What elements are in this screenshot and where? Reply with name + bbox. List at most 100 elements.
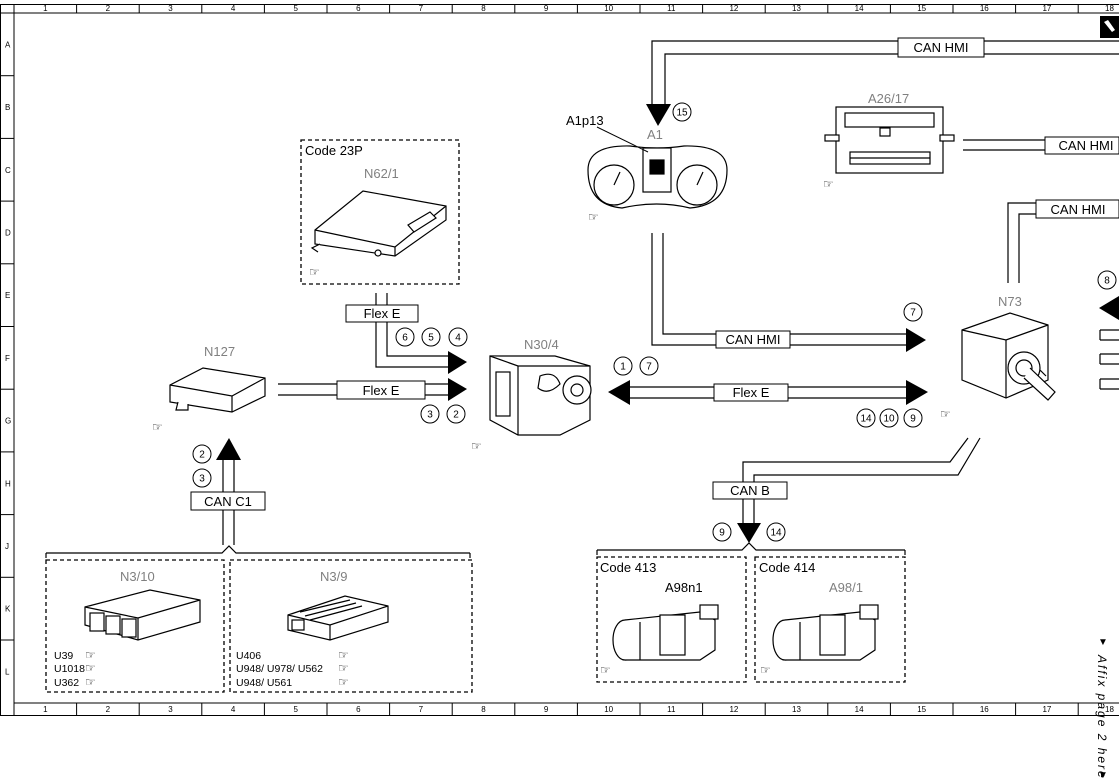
hand-pointer-icon[interactable]: ☞	[85, 675, 96, 689]
arrow-to-a1	[646, 104, 671, 126]
component-labels: A1p13 A1 A26/17 Code 23P N62/1 N30/4 N12…	[54, 91, 1022, 689]
affix-note-text: Affix page 2 here	[1095, 654, 1109, 780]
hand-pointer-icon[interactable]: ☞	[152, 420, 163, 434]
arrow-heads	[216, 104, 1119, 543]
grid-column-label: 14	[855, 705, 864, 714]
n3-10-ecu	[84, 589, 201, 641]
grid-columns: 1122334455667788991010111112121313141415…	[13, 4, 1114, 716]
label-can-hmi-top: CAN HMI	[914, 40, 969, 55]
n62-label: N62/1	[364, 166, 399, 181]
grid-row-label: J	[5, 542, 9, 551]
grid-column-label: 8	[481, 4, 486, 13]
grid-column-label: 15	[917, 705, 926, 714]
label-flex-e-n62: Flex E	[364, 306, 401, 321]
hand-pointer-icon[interactable]: ☞	[338, 648, 349, 662]
code-23p-label: Code 23P	[305, 143, 363, 158]
grid-row-label: G	[5, 417, 11, 426]
a1-label: A1	[647, 127, 663, 142]
hand-pointer-icon[interactable]: ☞	[85, 648, 96, 662]
grid-column-label: 17	[1042, 4, 1051, 13]
a98-1-motor	[772, 604, 879, 661]
hand-pointer-icon[interactable]: ☞	[85, 661, 96, 675]
grid-column-label: 18	[1105, 705, 1114, 714]
grid-row-label: C	[5, 166, 11, 175]
marker-number: 9	[719, 528, 725, 539]
diagram-frame	[0, 4, 1119, 716]
n73-label: N73	[998, 294, 1022, 309]
label-can-hmi-c: CAN HMI	[1059, 138, 1114, 153]
grid-column-label: 18	[1105, 4, 1114, 13]
marker-m3b: 3	[192, 468, 212, 488]
grid-column-label: 5	[293, 4, 298, 13]
arrow-flex-right	[906, 380, 928, 405]
hand-pointer-icon[interactable]: ☞	[600, 663, 611, 677]
a1-instrument-cluster	[587, 126, 728, 209]
hand-pointer-icon[interactable]: ☞	[338, 661, 349, 675]
n3-9-ecu	[287, 595, 389, 641]
grid-column-label: 3	[168, 705, 173, 714]
hand-pointer-icon[interactable]: ☞	[588, 210, 599, 224]
n39-variant-1: U406	[236, 650, 261, 662]
hand-pointer-icon[interactable]: ☞	[760, 663, 771, 677]
marker-number: 7	[646, 362, 652, 373]
grid-column-label: 1	[43, 4, 48, 13]
grid-row-label: E	[5, 291, 10, 300]
hand-pointer-icon[interactable]: ☞	[309, 265, 320, 279]
arrow-can-c1-up	[216, 438, 241, 460]
hand-pointer-icon[interactable]: ☞	[823, 177, 834, 191]
marker-number: 3	[199, 474, 205, 485]
affix-arrow-top: ▼	[1098, 637, 1108, 648]
marker-m9b: 9	[712, 522, 732, 542]
code-414-box	[754, 556, 906, 683]
arrow-n127-to-n304	[448, 378, 467, 401]
label-can-c1: CAN C1	[204, 494, 252, 509]
arrow-n62-to-n304	[448, 351, 467, 374]
dashed-boxes	[45, 139, 906, 693]
affix-arrow-bottom: ▼	[1098, 770, 1108, 780]
marker-number: 1	[620, 362, 626, 373]
n39-box	[229, 559, 473, 693]
marker-m3a: 3	[420, 404, 440, 424]
n310-variant-2: U1018	[54, 663, 85, 675]
reference-icons: ☞ ☞ ☞ ☞ ☞ ☞ ☞ ☞ ☞ ☞ ☞ ☞ ☞ ☞	[85, 177, 951, 689]
marker-m6: 6	[395, 327, 415, 347]
n127-label: N127	[204, 344, 235, 359]
code-23p-box	[300, 139, 460, 285]
marker-m7a: 7	[903, 302, 923, 322]
a981-label: A98/1	[829, 580, 863, 595]
marker-m14b: 14	[766, 522, 786, 542]
marker-number: 9	[910, 414, 916, 425]
affix-note: ▼ Affix page 2 here ▼	[1095, 637, 1109, 780]
marker-m2b: 2	[192, 444, 212, 464]
marker-number: 4	[455, 333, 461, 344]
label-flex-e-n127: Flex E	[363, 383, 400, 398]
arrow-flex-left	[608, 380, 630, 405]
marker-m7b: 7	[639, 356, 659, 376]
grid-column-label: 6	[356, 705, 361, 714]
grid-column-label: 2	[106, 705, 111, 714]
hand-pointer-icon[interactable]: ☞	[338, 675, 349, 689]
grid-column-label: 7	[419, 4, 424, 13]
marker-number: 2	[453, 410, 459, 421]
marker-m4: 4	[448, 327, 468, 347]
n39-label: N3/9	[320, 569, 347, 584]
n310-variant-1: U39	[54, 650, 73, 662]
hand-pointer-icon[interactable]: ☞	[940, 407, 951, 421]
marker-number: 8	[1104, 276, 1110, 287]
a98n1-motor	[612, 604, 719, 661]
bus-label-boxes	[190, 37, 1119, 511]
grid-column-label: 7	[419, 705, 424, 714]
grid-row-label: L	[5, 667, 10, 676]
a26-17-unit	[824, 106, 955, 174]
hand-pointer-icon[interactable]: ☞	[471, 439, 482, 453]
grid-column-label: 16	[980, 4, 989, 13]
a1p13-label: A1p13	[566, 113, 604, 128]
grid-row-label: H	[5, 479, 11, 488]
grid-column-label: 2	[106, 4, 111, 13]
grid-column-label: 11	[667, 705, 676, 714]
grid-row-label: F	[5, 354, 10, 363]
marker-m1: 1	[613, 356, 633, 376]
grid-column-label: 11	[667, 4, 676, 13]
marker-m2a: 2	[446, 404, 466, 424]
